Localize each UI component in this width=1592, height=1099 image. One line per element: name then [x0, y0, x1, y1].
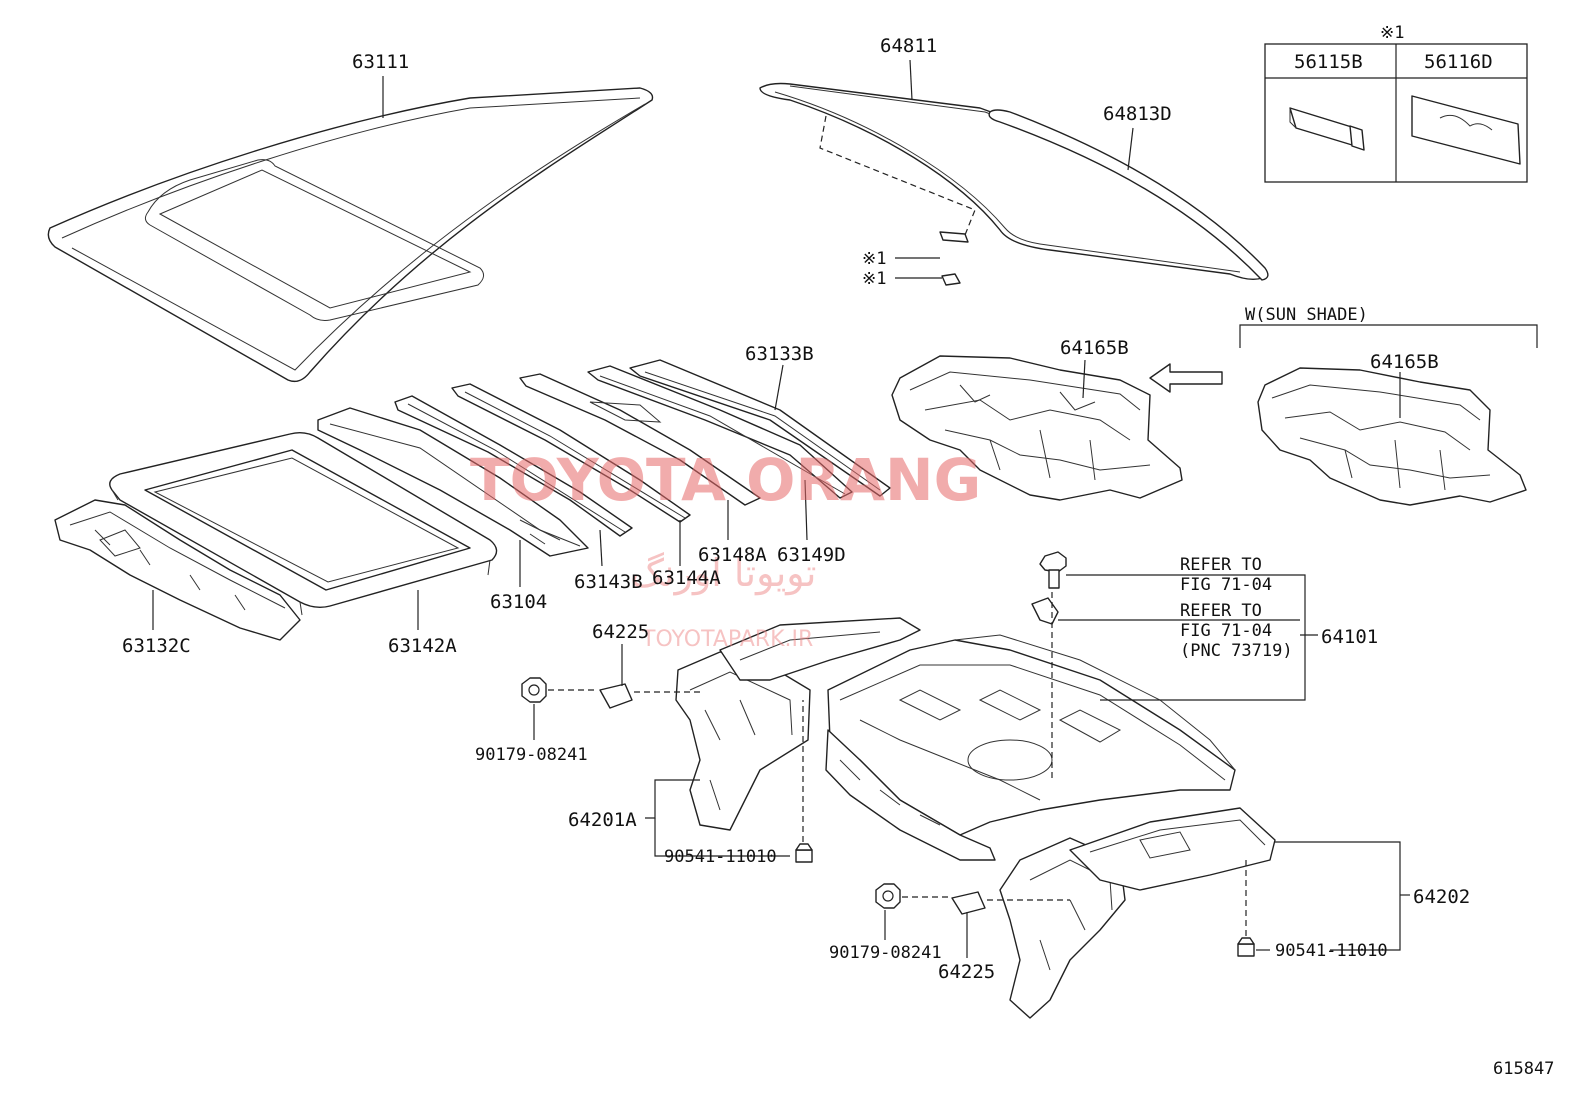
label-63104: 63104: [490, 591, 547, 613]
label-64165B-left: 64165B: [1060, 337, 1129, 359]
label-63142A: 63142A: [388, 635, 457, 657]
label-64225-left: 64225: [592, 621, 649, 643]
sunroof-reinforcement[interactable]: [109, 431, 498, 616]
label-mark1-table: ※1: [1380, 23, 1404, 43]
clip-64225-left[interactable]: [599, 683, 633, 709]
bolt-icon[interactable]: [1039, 551, 1067, 589]
label-refer2-line1: REFER TO: [1180, 601, 1262, 621]
leader-lines: [152, 59, 1410, 958]
label-63148A: 63148A: [698, 544, 767, 566]
plug-90541-left[interactable]: [795, 843, 813, 863]
package-tray-panel-64101[interactable]: [825, 634, 1236, 861]
label-64165B-right: 64165B: [1370, 351, 1439, 373]
label-63132C: 63132C: [122, 635, 191, 657]
glass-moulding[interactable]: [988, 109, 1269, 281]
label-90179-right: 90179-08241: [829, 943, 942, 963]
inset-table: [1264, 43, 1528, 183]
label-90179-left: 90179-08241: [475, 745, 588, 765]
nut-90179-right[interactable]: [875, 883, 901, 909]
roof-bow-63144A[interactable]: [451, 383, 691, 523]
roof-bow-63143B[interactable]: [394, 395, 633, 537]
label-refer2-line3: (PNC 73719): [1180, 641, 1293, 661]
label-refer2-line2: FIG 71-04: [1180, 621, 1272, 641]
label-diagram-id: 615847: [1493, 1059, 1554, 1079]
roof-panel[interactable]: [47, 87, 654, 383]
clip-56116D-icon: [1411, 95, 1521, 165]
plug-90541-right[interactable]: [1237, 937, 1255, 957]
side-panel-64201A[interactable]: [675, 617, 921, 831]
front-header-63104[interactable]: [317, 407, 589, 557]
watermark-site: TOYOTAPARK.IR: [641, 627, 813, 652]
sunshade-bracket: [1239, 324, 1538, 348]
label-90541-left: 90541-11010: [664, 847, 777, 867]
glass-clip-lower[interactable]: [941, 273, 961, 286]
roof-bow-63133B[interactable]: [629, 359, 891, 497]
arrow-icon: [1149, 363, 1223, 393]
package-tray-trim-left[interactable]: [891, 355, 1183, 501]
roof-bow-63148A[interactable]: [519, 373, 761, 506]
label-refer1-line2: FIG 71-04: [1180, 575, 1272, 595]
label-90541-right: 90541-11010: [1275, 941, 1388, 961]
label-63143B: 63143B: [574, 571, 643, 593]
label-mark1-b: ※1: [862, 269, 886, 289]
label-64202: 64202: [1413, 886, 1470, 908]
label-63144A: 63144A: [652, 567, 721, 589]
bracket-icon[interactable]: [1031, 597, 1059, 625]
label-56115B: 56115B: [1294, 51, 1363, 73]
package-tray-trim-right[interactable]: [1257, 367, 1527, 506]
roof-rail-63149D[interactable]: [587, 365, 853, 499]
front-roof-panel-63132C[interactable]: [54, 499, 301, 641]
glass-clip-upper[interactable]: [939, 231, 969, 243]
label-64201A: 64201A: [568, 809, 637, 831]
label-63149D: 63149D: [777, 544, 846, 566]
nut-90179-left[interactable]: [521, 677, 547, 703]
watermark-main: TOYOTA ORANG: [470, 446, 981, 514]
label-refer1-line1: REFER TO: [1180, 555, 1262, 575]
label-64811: 64811: [880, 35, 937, 57]
label-64101: 64101: [1321, 626, 1378, 648]
label-63133B: 63133B: [745, 343, 814, 365]
clip-56115B-icon: [1289, 107, 1365, 151]
label-sunshade: W(SUN SHADE): [1245, 305, 1368, 325]
watermark-arabic: تویوتا اورنگ: [630, 551, 817, 596]
clip-64225-right[interactable]: [951, 891, 986, 915]
label-64225-right: 64225: [938, 961, 995, 983]
label-56116D: 56116D: [1424, 51, 1493, 73]
label-64813D: 64813D: [1103, 103, 1172, 125]
label-63111: 63111: [352, 51, 409, 73]
label-mark1-a: ※1: [862, 249, 886, 269]
side-panel-64202[interactable]: [999, 807, 1276, 1019]
